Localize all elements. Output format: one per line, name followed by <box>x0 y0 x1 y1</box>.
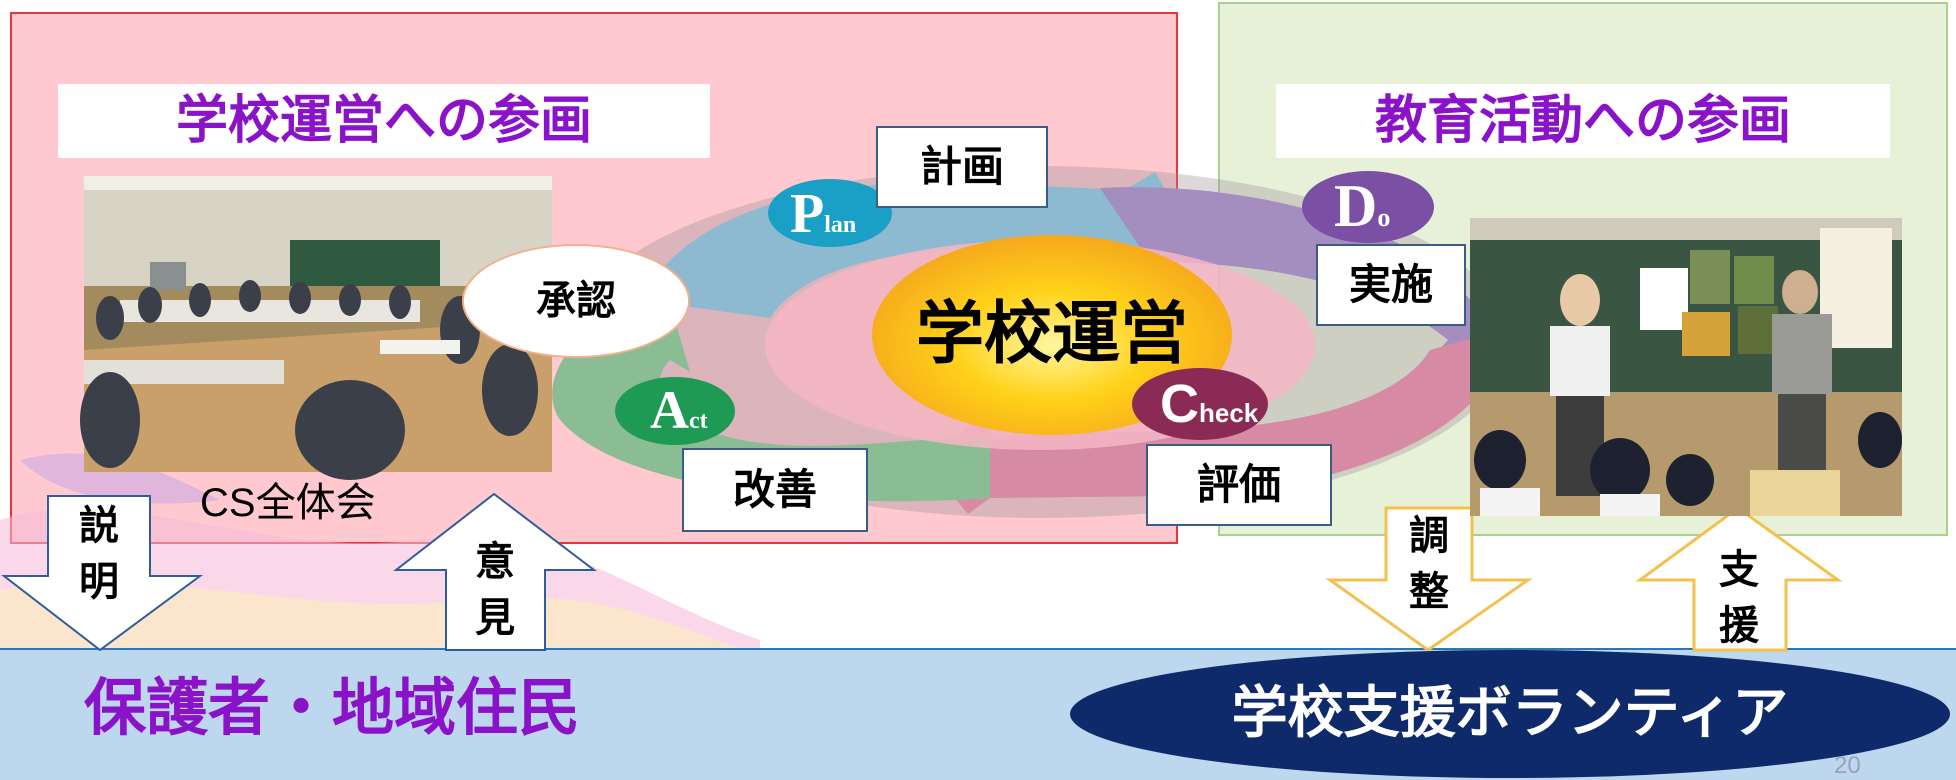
act-label: 改善 <box>682 448 868 532</box>
do-segment <box>1100 187 1508 366</box>
opinion-arrow-text: 意 見 <box>450 534 540 646</box>
do-badge-text: Do <box>1334 176 1454 236</box>
support-char-2: 援 <box>1719 603 1759 649</box>
check-label: 評価 <box>1146 444 1332 526</box>
guardians-residents-label: 保護者・地域住民 <box>84 671 581 744</box>
explain-char-1: 説 <box>79 503 119 549</box>
support-arrow <box>1635 506 1843 652</box>
act-badge-initial: A <box>650 380 689 440</box>
act-badge <box>615 377 735 445</box>
check-badge <box>1132 368 1268 440</box>
adjust-arrow-text: 調 整 <box>1384 508 1474 620</box>
do-label: 実施 <box>1316 244 1466 326</box>
approval-oval: 承認 <box>462 244 690 358</box>
classroom-photo <box>1470 218 1902 516</box>
check-badge-initial: C <box>1160 374 1199 434</box>
act-segment <box>552 296 990 502</box>
explain-arrow <box>1 495 204 652</box>
plan-badge-text: Plan <box>790 186 950 242</box>
act-badge-rest: ct <box>689 408 708 434</box>
plan-badge-rest: lan <box>824 212 857 238</box>
check-segment <box>930 330 1501 514</box>
brush-decoration <box>0 453 760 648</box>
act-badge-text: Act <box>650 382 780 438</box>
photo-caption: CS全体会 <box>200 481 376 525</box>
page-number: 20 <box>1834 752 1861 779</box>
center-sun <box>872 235 1232 435</box>
center-label: 学校運営 <box>915 295 1188 374</box>
left-heading: 学校運営への参画 <box>58 84 710 158</box>
adjust-char-2: 整 <box>1409 569 1449 615</box>
support-char-1: 支 <box>1719 547 1759 593</box>
plan-badge <box>768 179 892 247</box>
school-volunteer-oval: 学校支援ボランティア <box>1070 650 1950 778</box>
opinion-char-1: 意 <box>475 539 515 585</box>
opinion-char-2: 見 <box>475 595 515 641</box>
do-badge-initial: D <box>1334 173 1378 239</box>
plan-label: 計画 <box>876 126 1048 208</box>
right-heading: 教育活動への参画 <box>1276 84 1890 158</box>
do-badge <box>1302 171 1434 243</box>
opinion-arrow <box>393 492 597 651</box>
do-badge-rest: o <box>1377 203 1391 232</box>
check-badge-text: Check <box>1160 376 1350 432</box>
plan-badge-initial: P <box>790 183 825 245</box>
support-arrow-text: 支 援 <box>1694 542 1784 654</box>
explain-char-2: 明 <box>79 559 119 605</box>
check-badge-rest: heck <box>1199 398 1259 428</box>
adjust-arrow <box>1325 506 1533 652</box>
explain-arrow-text: 説 明 <box>54 498 144 610</box>
adjust-char-1: 調 <box>1409 513 1449 559</box>
